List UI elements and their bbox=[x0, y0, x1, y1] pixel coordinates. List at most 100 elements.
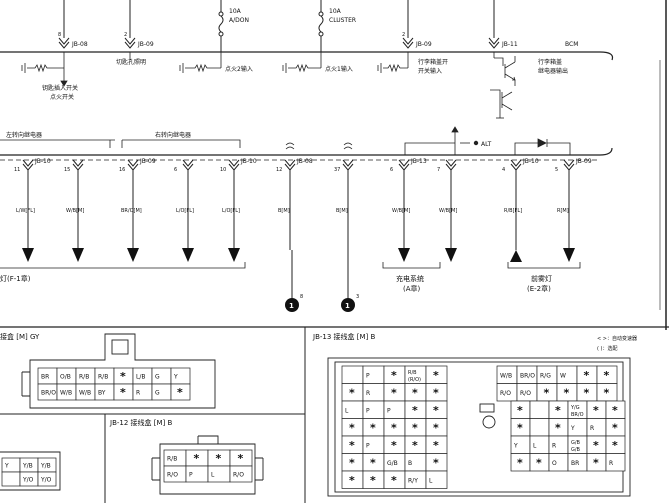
terminal-cell: Y bbox=[1, 457, 21, 473]
terminal-star: * bbox=[544, 386, 550, 399]
terminal-star: * bbox=[391, 421, 397, 434]
terminal-star: * bbox=[604, 369, 610, 382]
connector-name: JB-10 bbox=[34, 158, 51, 165]
wire-color-label: L/O[FL] bbox=[222, 208, 240, 214]
terminal-wire: G bbox=[155, 390, 160, 397]
terminal-cell: * bbox=[404, 400, 427, 419]
terminal-star: * bbox=[412, 439, 418, 452]
arrow-down-icon bbox=[445, 248, 457, 262]
terminal-star: * bbox=[120, 370, 126, 383]
terminal-wire: R/O bbox=[500, 390, 511, 397]
terminal-cell: * bbox=[113, 367, 134, 385]
terminal-wire: R/B bbox=[167, 456, 177, 463]
terminal-cell: * bbox=[362, 418, 385, 437]
terminal-star: * bbox=[555, 421, 561, 434]
wire-color-label: L/O[FL] bbox=[176, 208, 194, 214]
terminal-cell bbox=[529, 400, 550, 419]
terminal-cell: G bbox=[151, 367, 172, 385]
trunk-relay-label2: 继电器输出 bbox=[538, 67, 568, 75]
wire-color-label: L/W[FL] bbox=[16, 208, 35, 214]
terminal-cell: Y/O bbox=[37, 471, 57, 487]
pin-label: 2 bbox=[402, 32, 405, 38]
terminal-star: * bbox=[391, 369, 397, 382]
terminal-wire: Y/B bbox=[22, 463, 33, 470]
terminal-wire: P bbox=[366, 407, 370, 414]
arrow-up-icon bbox=[510, 250, 522, 262]
terminal-cell: BR/O bbox=[516, 365, 538, 384]
terminal-wire: Y/O bbox=[22, 477, 34, 484]
wire-color-label: B[M] bbox=[278, 208, 290, 214]
terminal-star: * bbox=[391, 386, 397, 399]
terminal-cell: * bbox=[383, 365, 406, 384]
connector-name: JB-13 bbox=[410, 158, 427, 165]
terminal-cell: * bbox=[425, 400, 448, 419]
pin-number: 6 bbox=[174, 167, 177, 173]
ign-input2-label: 点火2输入 bbox=[225, 65, 253, 73]
terminal-cell: * bbox=[556, 383, 578, 402]
splice-mark bbox=[343, 142, 353, 150]
wire-color-label: W/B[M] bbox=[392, 208, 410, 214]
terminal-star: * bbox=[517, 421, 523, 434]
terminal-star: * bbox=[370, 421, 376, 434]
terminal-cell: R/B bbox=[163, 449, 187, 467]
terminal-cell: * bbox=[586, 453, 607, 472]
terminal-wire: Y bbox=[513, 442, 518, 449]
arrow-down-icon bbox=[228, 248, 240, 262]
pin-label: 2 bbox=[124, 32, 127, 38]
pin-number: 11 bbox=[14, 167, 20, 173]
terminal-star: * bbox=[517, 404, 523, 417]
terminal-wire: L bbox=[345, 407, 349, 414]
terminal-cell: * bbox=[510, 400, 531, 419]
terminal-cell: Y/B bbox=[37, 457, 57, 473]
pin-number: 4 bbox=[502, 167, 505, 173]
terminal-cell: BR bbox=[567, 453, 588, 472]
arrow-down-icon bbox=[22, 248, 34, 262]
terminal-star: * bbox=[433, 439, 439, 452]
terminal-cell: W/B bbox=[75, 383, 96, 401]
terminal-cell: L bbox=[207, 465, 231, 483]
ground-circle-a: 1 8 bbox=[285, 250, 303, 312]
top-bus-line bbox=[0, 51, 614, 61]
terminal-cell: * bbox=[596, 365, 618, 384]
terminal-cell: P bbox=[383, 400, 406, 419]
terminal-cell: Y/B bbox=[19, 457, 39, 473]
charge-system-label: 充电系统 bbox=[396, 274, 424, 283]
terminal-cell: R bbox=[132, 383, 153, 401]
wire-color-label: W/B[M] bbox=[439, 208, 457, 214]
terminal-cell: G/B bbox=[383, 453, 406, 472]
pin-number: 15 bbox=[64, 167, 70, 173]
terminal-cell: R/O bbox=[163, 465, 187, 483]
terminal-cell: W/B bbox=[496, 365, 518, 384]
terminal-cell: * bbox=[425, 453, 448, 472]
wire-color-label: BR/O[M] bbox=[121, 208, 142, 214]
terminal-star: * bbox=[349, 439, 355, 452]
terminal-wire: L/B bbox=[136, 374, 145, 381]
ground-circle-b: 1 3 bbox=[341, 250, 359, 312]
terminal-wire: BR/O bbox=[41, 390, 56, 397]
terminal-wire: Y/O bbox=[40, 477, 52, 484]
terminal-star: * bbox=[517, 456, 523, 469]
fog-lamp-label: 前雾灯 bbox=[531, 274, 552, 283]
small-connector-outline bbox=[0, 451, 61, 491]
terminal-cell: R/B bbox=[94, 367, 115, 385]
terminal-cell: R bbox=[605, 453, 626, 472]
terminal-cell: R/O bbox=[496, 383, 518, 402]
terminal-star: * bbox=[593, 439, 599, 452]
terminal-wire: G bbox=[155, 374, 160, 381]
alt-branch bbox=[404, 126, 571, 155]
connector-pin-7: 37B[M] bbox=[334, 159, 354, 250]
terminal-cell: * bbox=[605, 435, 626, 454]
terminal-cell bbox=[529, 418, 550, 437]
terminal-wire: B bbox=[408, 460, 412, 467]
terminal-cell: B bbox=[404, 453, 427, 472]
jb12-title: JB-12 接线盒 [M] B bbox=[109, 418, 172, 427]
jb13-title: JB-13 接线盒 [M] B bbox=[312, 332, 375, 341]
terminal-cell: * bbox=[341, 470, 364, 489]
fuse-label-adon: A/DON bbox=[229, 17, 249, 24]
terminal-star: * bbox=[349, 474, 355, 487]
terminal-cell: * bbox=[229, 449, 253, 467]
